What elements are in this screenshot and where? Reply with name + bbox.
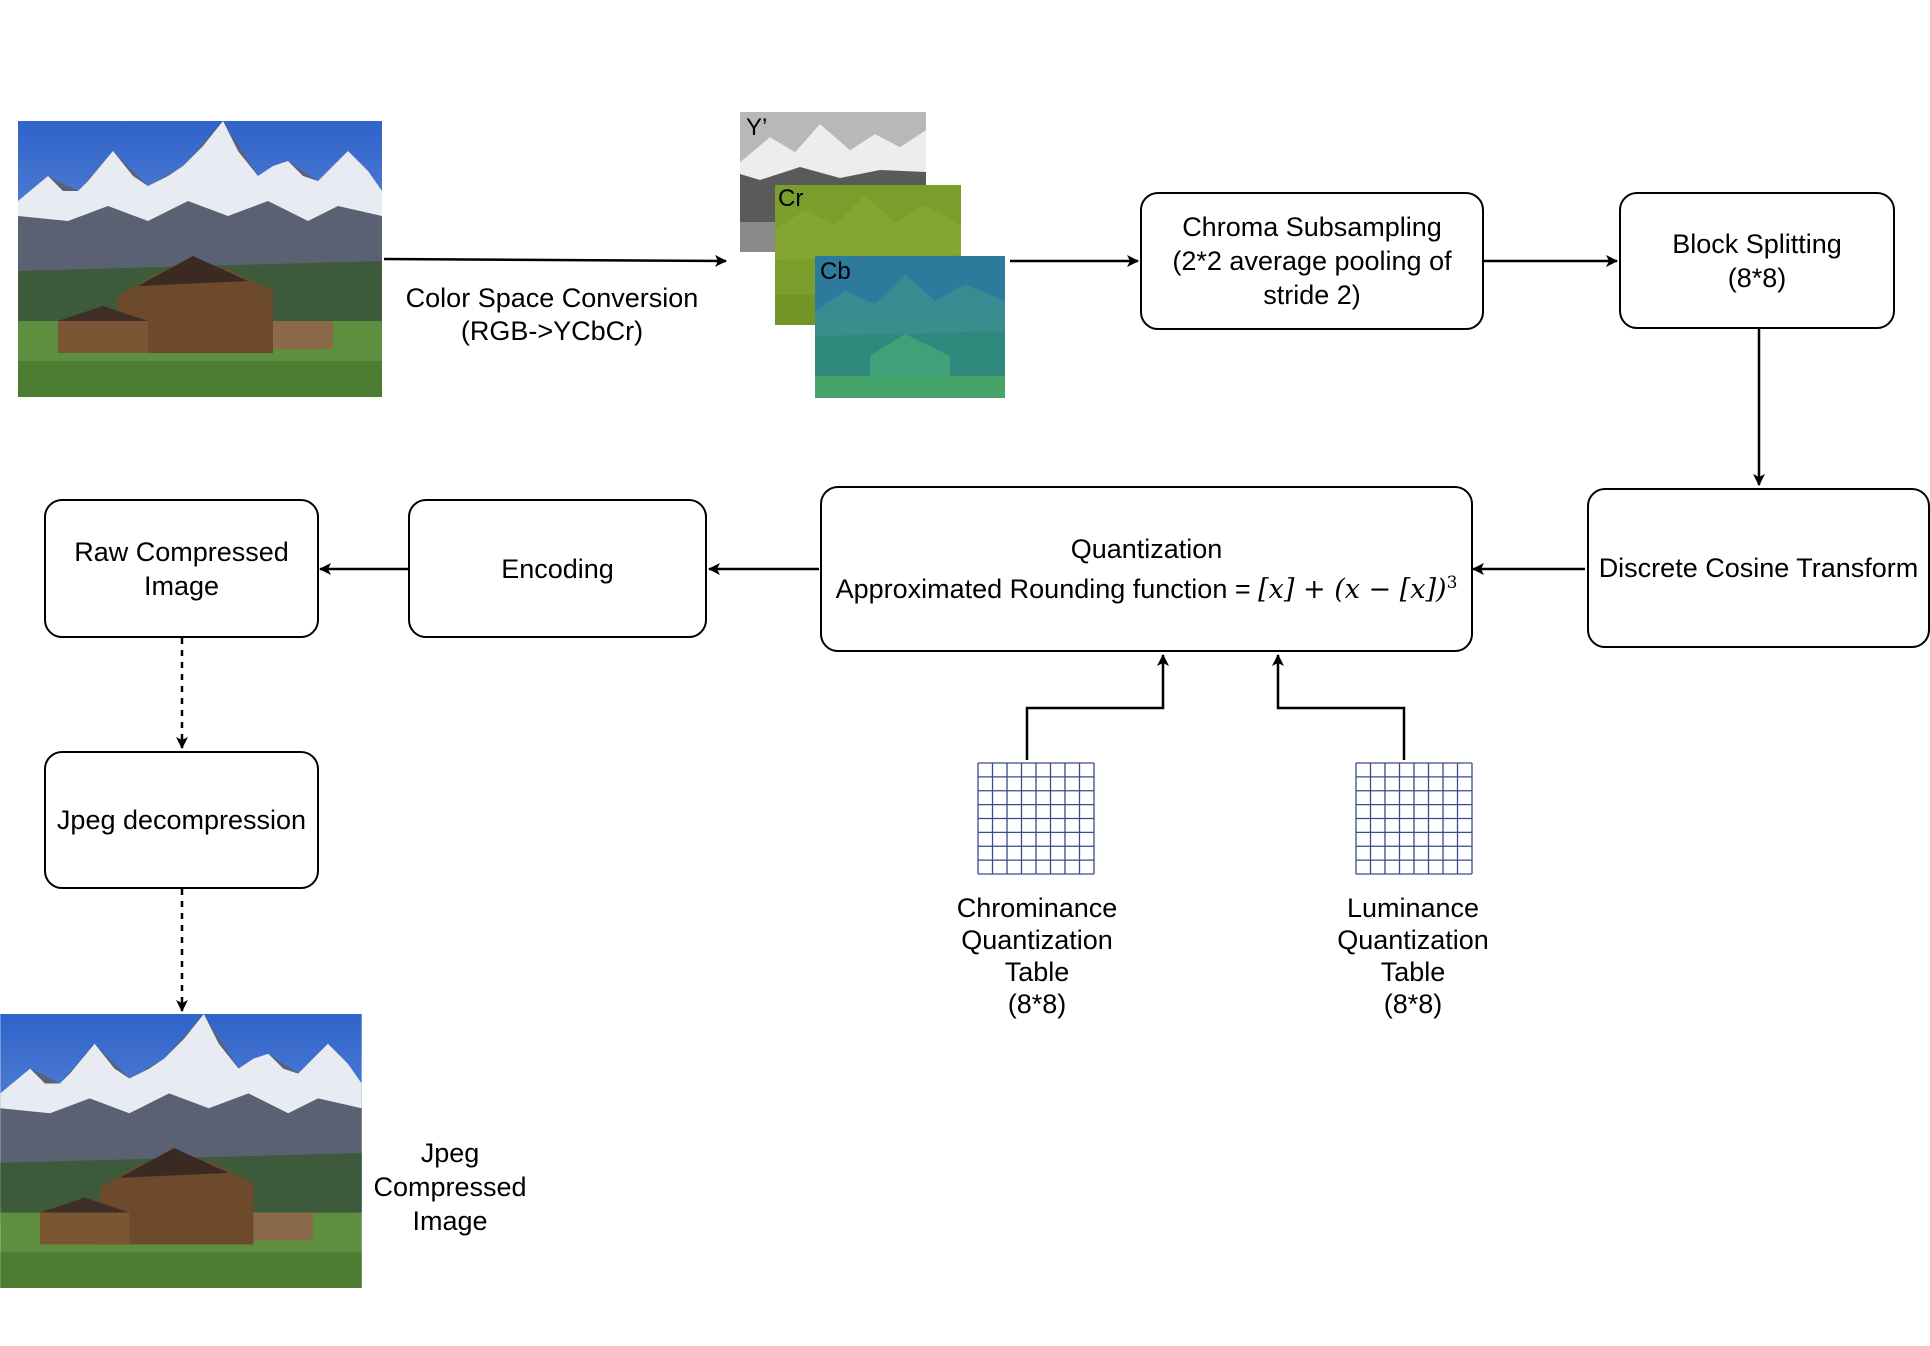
luma-table-line4: (8*8) [1383, 989, 1443, 1019]
output-line3: Image [412, 1206, 488, 1236]
raw-line1: Raw Compressed [74, 536, 289, 567]
block-splitting-box: Block Splitting (8*8) [1619, 192, 1895, 329]
chrominance-table-label: Chrominance Quantization Table (8*8) [932, 892, 1142, 1020]
y-channel-label: Y’ [746, 114, 768, 141]
cb-channel-image [815, 256, 1005, 398]
quant-line1: Quantization [1070, 533, 1223, 564]
chrominance-table-grid [977, 762, 1095, 875]
output-jpeg-image [0, 1014, 362, 1288]
dct-label: Discrete Cosine Transform [1598, 553, 1919, 583]
chroma-table-line3: Table [1004, 957, 1070, 987]
block-line2: (8*8) [1727, 262, 1787, 293]
luminance-table-label: Luminance Quantization Table (8*8) [1308, 892, 1518, 1020]
formula-body: [x] + (x − [x]) [1258, 573, 1447, 605]
arrow-rgb-to-ycbcr [383, 254, 727, 267]
arrow-chroma-table-to-quant [1025, 654, 1169, 760]
quant-prefix: Approximated Rounding function = [835, 573, 1259, 604]
quantization-box: Quantization Approximated Rounding funct… [820, 486, 1473, 652]
luma-table-line2: Quantization [1337, 925, 1489, 955]
color-conversion-line1: Color Space Conversion [405, 283, 699, 313]
dct-box: Discrete Cosine Transform [1587, 488, 1930, 648]
output-line1: Jpeg [420, 1138, 480, 1168]
chroma-line2: (2*2 average pooling of [1172, 246, 1452, 276]
arrow-luma-table-to-quant [1272, 654, 1406, 760]
color-conversion-label: Color Space Conversion (RGB->YCbCr) [392, 282, 712, 348]
chroma-table-line4: (8*8) [1007, 989, 1067, 1019]
chroma-table-line2: Quantization [961, 925, 1113, 955]
cb-channel-label: Cb [820, 258, 851, 285]
output-image-label: Jpeg Compressed Image [370, 1136, 530, 1238]
chroma-table-line1: Chrominance [956, 893, 1118, 923]
output-line2: Compressed [373, 1172, 527, 1202]
block-line1: Block Splitting [1672, 228, 1842, 259]
raw-line2: Image [143, 570, 220, 601]
chroma-subsampling-box: Chroma Subsampling (2*2 average pooling … [1140, 192, 1484, 330]
formula-exponent: 3 [1446, 572, 1458, 593]
decomp-label: Jpeg decompression [56, 805, 307, 835]
jpeg-decompression-box: Jpeg decompression [44, 751, 319, 889]
encoding-box: Encoding [408, 499, 707, 638]
luma-table-line1: Luminance [1346, 893, 1480, 923]
chroma-line3: stride 2) [1263, 280, 1361, 310]
encoding-label: Encoding [501, 553, 614, 584]
raw-compressed-box: Raw Compressed Image [44, 499, 319, 638]
luminance-table-grid [1355, 762, 1473, 875]
input-rgb-image [18, 121, 382, 397]
color-conversion-line2: (RGB->YCbCr) [460, 316, 644, 346]
ycbcr-channel-stack: Y’ Cr Cb [740, 112, 1010, 398]
rounding-formula: [x] + (x − [x])3 [1258, 572, 1458, 605]
luma-table-line3: Table [1380, 957, 1446, 987]
cr-channel-label: Cr [778, 185, 804, 212]
quant-line2: Approximated Rounding function = [x] + (… [836, 566, 1458, 607]
chroma-line1: Chroma Subsampling [1182, 212, 1442, 242]
